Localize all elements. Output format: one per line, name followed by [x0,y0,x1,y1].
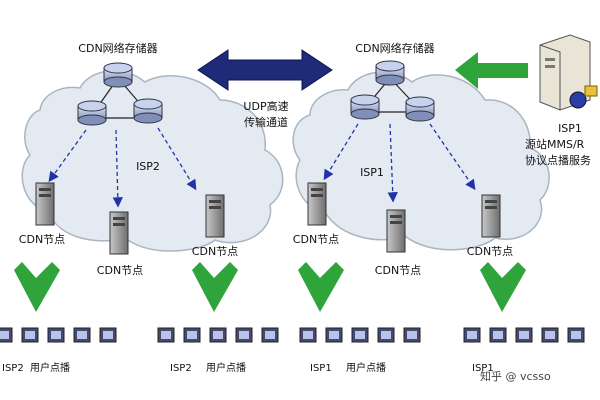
cdn-node-label: CDN节点 [467,245,513,258]
server-tower-icon [205,194,225,238]
down-arrow-icon [298,262,344,312]
left-cdn-nodes: CDN节点 CDN节点 CDN节点 [19,182,238,277]
monitor-icon [209,327,227,343]
monitor-icon [21,327,39,343]
user-group-isp: ISP1 [310,363,332,374]
storage-disk-icon [405,96,435,122]
storage-disk-icon [350,94,380,120]
user-group-label: 用户点播 [30,361,70,374]
user-group-isp: ISP2 [170,363,192,374]
storage-disk-icon [77,100,107,126]
watermark: 知乎 @ vcsso [480,369,551,383]
server-tower-icon [307,182,327,226]
cdn-node-label: CDN节点 [375,264,421,277]
udp-channel-line1: UDP高速 [243,99,288,113]
user-group-label: 用户点播 [346,361,386,374]
user-group-label: 用户点播 [206,361,246,374]
monitor-icon [541,327,559,343]
storage-disk-icon [375,60,405,86]
udp-double-arrow: UDP高速 传输通道 [197,49,333,129]
left-storage-label: CDN网络存储器 [78,41,157,55]
monitor-icon [377,327,395,343]
server-tower-icon [35,182,55,226]
right-storage-cluster: CDN网络存储器 ISP1 [323,41,476,203]
monitor-icon [489,327,507,343]
monitor-icon [99,327,117,343]
user-group-4: ISP1 [463,327,585,374]
monitor-icon [567,327,585,343]
user-group-isp: ISP2 [2,363,24,374]
monitor-icon [403,327,421,343]
cdn-node-label: CDN节点 [192,245,238,258]
user-group-3: ISP1 用户点播 [299,327,421,374]
cdn-node-label: CDN节点 [97,264,143,277]
udp-channel-line2: 传输通道 [244,115,288,129]
user-group-isp: ISP1 [472,363,494,374]
source-server: ISP1 源站MMS/R 协议点播服务 [455,34,598,167]
server-icon [539,34,598,111]
monitor-icon [325,327,343,343]
right-isp-label: ISP1 [360,166,384,179]
user-group-1: ISP2 用户点播 [0,327,117,374]
green-down-arrows [14,262,526,312]
monitor-icon [47,327,65,343]
left-isp-label: ISP2 [136,160,160,173]
left-storage-cluster: CDN网络存储器 ISP2 [48,41,197,208]
server-tower-icon [109,211,129,255]
monitor-icon [463,327,481,343]
source-line2: 协议点播服务 [525,153,591,167]
monitor-icon [183,327,201,343]
right-storage-label: CDN网络存储器 [355,41,434,55]
server-tower-icon [481,194,501,238]
source-isp-label: ISP1 [558,122,582,135]
down-arrow-icon [480,262,526,312]
monitor-icon [73,327,91,343]
cdn-node-label: CDN节点 [293,233,339,246]
storage-disk-icon [133,98,163,124]
monitor-icon [261,327,279,343]
user-group-2: ISP2 用户点播 [157,327,279,374]
down-arrow-icon [192,262,238,312]
monitor-icon [235,327,253,343]
monitor-icon [157,327,175,343]
monitor-icon [515,327,533,343]
monitor-icon [0,327,13,343]
down-arrow-icon [14,262,60,312]
storage-disk-icon [103,62,133,88]
monitor-icon [351,327,369,343]
monitor-icon [299,327,317,343]
right-cdn-nodes: CDN节点 CDN节点 CDN节点 [293,182,513,277]
server-tower-icon [386,209,406,253]
source-line1: 源站MMS/R [525,137,585,151]
cdn-node-label: CDN节点 [19,233,65,246]
